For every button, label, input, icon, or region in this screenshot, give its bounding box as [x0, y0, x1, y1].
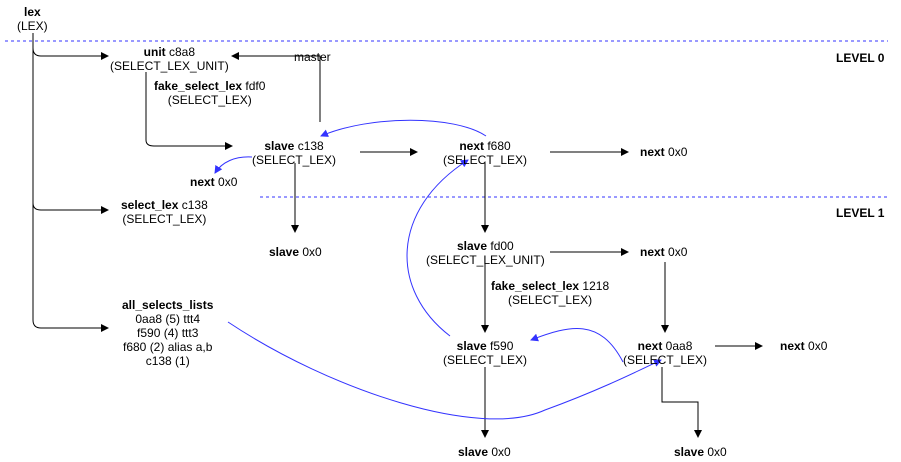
edge-f590-back-f680 [406, 159, 469, 337]
slave-fd00-node: slave fd00 (SELECT_LEX_UNIT) [426, 239, 545, 267]
edge-unit-slave [145, 72, 233, 150]
edge-f680-back-c138 [320, 119, 487, 137]
slave-0x0-bottom-right: slave 0x0 [674, 445, 727, 459]
slave-0x0-level1-left: slave 0x0 [269, 245, 322, 259]
edge-master-to-unit [231, 52, 321, 122]
fake-select-lex-level0-node: fake_select_lex fdf0 (SELECT_LEX) [154, 79, 266, 107]
lex-node: lex (LEX) [17, 5, 48, 33]
fake-select-lex-level1-node: fake_select_lex 1218 (SELECT_LEX) [491, 279, 610, 307]
next-0x0-level0-left: next 0x0 [190, 175, 238, 189]
edge-0aa8-slave-0x0 [661, 367, 702, 438]
slave-0x0-bottom-left: slave 0x0 [458, 445, 511, 459]
unit-node: unit c8a8 (SELECT_LEX_UNIT) [110, 45, 229, 73]
edge-c138-back-next-0x0 [214, 156, 253, 174]
edge-all-selects-to-0aa8 [227, 321, 662, 420]
edge-lex-unit [32, 47, 109, 60]
next-0aa8-node: next 0aa8 (SELECT_LEX) [623, 339, 708, 367]
select-lex-node: select_lex c138 (SELECT_LEX) [121, 198, 208, 226]
edge-lex-trunk [32, 33, 109, 332]
next-0x0-level1-right: next 0x0 [780, 339, 828, 353]
next-f680-node: next f680 (SELECT_LEX) [443, 139, 528, 167]
next-0x0-level1: next 0x0 [640, 245, 688, 259]
edge-lex-select-lex [32, 202, 109, 214]
all-selects-lists-node: all_selects_lists 0aa8 (5) ttt4 f590 (4)… [122, 298, 214, 368]
next-0x0-level0-right: next 0x0 [640, 145, 688, 159]
master-label: master [294, 50, 331, 64]
level1-label: LEVEL 1 [836, 206, 885, 220]
edge-0aa8-back-f590 [530, 328, 624, 363]
level0-label: LEVEL 0 [836, 51, 885, 65]
slave-c138-node: slave c138 (SELECT_LEX) [252, 139, 337, 167]
slave-f590-node: slave f590 (SELECT_LEX) [443, 339, 528, 367]
